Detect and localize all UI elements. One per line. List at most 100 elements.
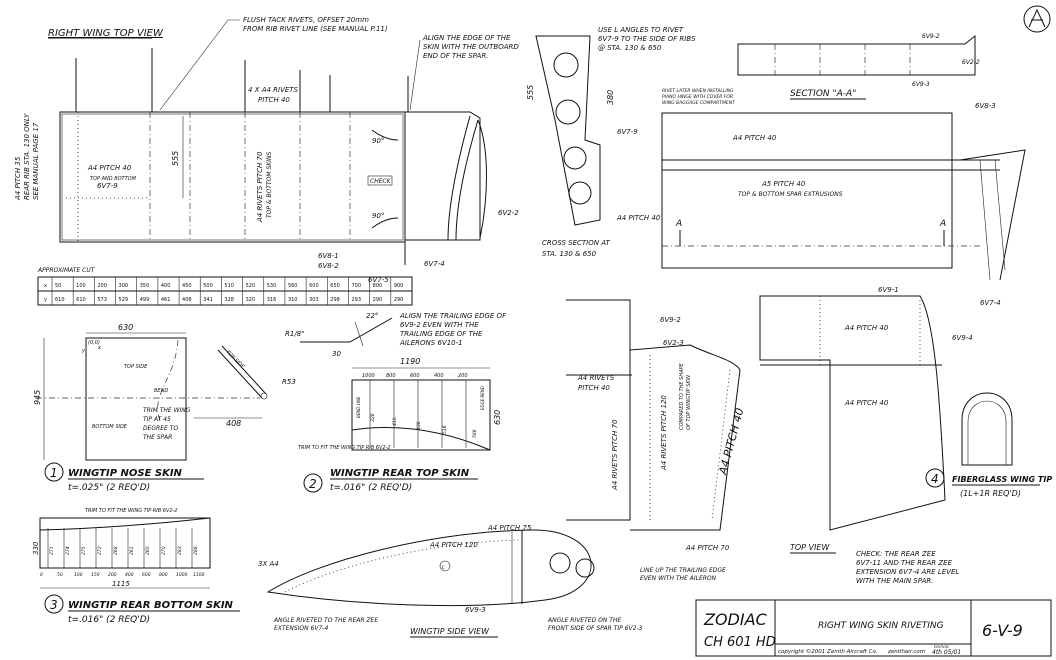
tv-part-6v9-1: 6V9-1 — [878, 286, 899, 294]
table-cell-x: 700 — [351, 283, 361, 289]
table-cell-x: 500 — [203, 283, 213, 289]
rts-trim-note: TRIM TO FIT THE WING TIP RIB 6V2-2 — [298, 445, 391, 451]
table-cell-x: 100 — [76, 283, 86, 289]
rts-station-label: 800 — [386, 373, 396, 379]
side-note-left-2: EXTENSION 6V7-4 — [274, 625, 328, 632]
table-cell-y: 310 — [288, 297, 298, 303]
tb-edition-label: EDITION — [934, 645, 949, 649]
side-note-right-1: ANGLE RIVETED ON THE — [547, 617, 621, 624]
rts-r18: R1/8" — [285, 330, 304, 338]
side-note-3: SEE MANUAL PAGE 17 — [32, 122, 40, 200]
nose-r53: R53 — [282, 378, 296, 386]
top-bottom-skins: TOP & BOTTOM SKINS — [266, 152, 273, 218]
table-cell-x: 200 — [97, 283, 107, 289]
tb-sheet: 6-V-9 — [982, 621, 1023, 640]
rts-align-1: ALIGN THE TRAILING EDGE OF — [399, 312, 507, 320]
sa-part-6v7-4: 6V7-4 — [980, 299, 1001, 307]
rts-angle-22: 22° — [366, 312, 378, 320]
cs-part-6v7-9: 6V7-9 — [617, 128, 638, 136]
nose-trim-4: THE SPAR — [143, 434, 172, 441]
rbs-station-label: 0 — [40, 572, 43, 578]
part-6v7-9: 6V7-9 — [97, 182, 118, 190]
approx-cut-x-label: x — [44, 283, 47, 289]
check-line-2: 6V7-11 AND THE REAR ZEE — [856, 559, 953, 567]
rts-dim-630: 630 — [493, 410, 502, 425]
table-cell-y: 293 — [351, 297, 361, 303]
rbs-dim-330: 330 — [32, 541, 40, 555]
fg-number: 4 — [931, 472, 939, 486]
side-note-left-1: ANGLE RIVETED TO THE REAR ZEE — [273, 617, 378, 624]
wingtip-nose-skin: 630 945 (0,0) x y TOP SIDE BOTTOM SIDE B… — [33, 323, 296, 493]
table-cell-x: 530 — [267, 283, 277, 289]
align-note-3: END OF THE SPAR. — [423, 52, 488, 60]
tb-brand: ZODIAC — [703, 610, 768, 629]
top-and-bottom: TOP AND BOTTOM — [90, 176, 137, 182]
rbs-station-label: 600 — [142, 572, 151, 578]
tb-copyright: copyright ©2001 Zenith Aircraft Co. — [778, 648, 878, 655]
rts-station-label: 400 — [434, 373, 444, 379]
table-cell-y: 341 — [203, 297, 213, 303]
table-cell-y: 408 — [182, 297, 192, 303]
rbs-height-label: 261 — [129, 546, 135, 555]
tv-title: TOP VIEW — [790, 543, 830, 552]
align-note-1: ALIGN THE EDGE OF THE — [422, 34, 511, 42]
sa-part-6v8-3: 6V8-3 — [975, 102, 996, 110]
part-6v8-1: 6V8-1 — [318, 252, 339, 260]
table-cell-y: 573 — [97, 297, 107, 303]
side-note-2: REAR RIB STA. 130 ONLY — [23, 113, 31, 200]
rbs-trim-note: TRIM TO FIT THE WING TIP RIB 6V2-2 — [85, 508, 178, 514]
cs-a4-pitch-40: A4 PITCH 40 — [616, 214, 661, 222]
right-wing-top-view: RIGHT WING TOP VIEW FLUSH TACK RIVETS, O… — [14, 16, 519, 284]
rbs-station-label: 200 — [108, 572, 117, 578]
check-label: CHECK — [370, 178, 392, 185]
table-cell-x: 50 — [55, 283, 61, 289]
rts-number: 2 — [309, 477, 317, 491]
nose-trim-2: TIP AT 45 — [143, 416, 171, 423]
wingtip-rear-bottom-skin: TRIM TO FIT THE WING TIP RIB 6V2-2 330 2… — [32, 508, 240, 625]
approx-cut: APPROXIMATE CUT x y 50610100610200573300… — [37, 267, 413, 306]
table-cell-y: 316 — [267, 297, 277, 303]
fg-qty: (1L+1R REQ'D) — [960, 489, 1021, 498]
rts-station-label: 1000 — [362, 373, 375, 379]
cs-dim-555: 555 — [526, 85, 535, 100]
rts-station-label: 200 — [458, 373, 468, 379]
side-a4-pitch-75: A4 PITCH 75 — [487, 524, 532, 532]
rts-thickness: t=.016" (2 REQ'D) — [330, 483, 412, 493]
rbs-height-label: 272 — [97, 546, 103, 555]
rbs-height-label: 271 — [49, 546, 55, 555]
rbs-station-label: 400 — [125, 572, 134, 578]
tb-website: zenithair.com — [887, 649, 925, 655]
cs-title-1: CROSS SECTION AT — [542, 239, 610, 247]
rivets-4x: 4 X A4 RIVETS — [248, 86, 299, 94]
table-cell-y: 610 — [76, 297, 86, 303]
tip-a4-pitch-40-big: A4 PITCH 40 — [716, 407, 746, 477]
table-cell-y: 499 — [140, 297, 150, 303]
table-cell-y: 529 — [119, 297, 129, 303]
sa-a5-pitch-40: A5 PITCH 40 — [761, 180, 806, 188]
table-cell-y: 320 — [246, 297, 256, 303]
side-l-marker: L — [442, 565, 445, 571]
rts-dim-30: 30 — [332, 350, 341, 358]
tv-a4-pitch-40-b: A4 PITCH 40 — [844, 399, 889, 407]
cs-note-1: USE L ANGLES TO RIVET — [598, 26, 684, 34]
cross-section: USE L ANGLES TO RIVET 6V7-9 TO THE SIDE … — [526, 26, 696, 258]
tip-pitch-40: PITCH 40 — [578, 384, 610, 392]
side-3x-a4: 3X A4 — [258, 560, 279, 568]
sa-label-a1: A — [675, 219, 682, 229]
tb-edition: 4th 05/01 — [932, 649, 961, 656]
rbs-station-label: 800 — [159, 572, 168, 578]
check-line-4: WITH THE MAIN SPAR. — [856, 577, 934, 585]
approx-cut-title: APPROXIMATE CUT — [37, 267, 96, 274]
tv-a4-pitch-40-a: A4 PITCH 40 — [844, 324, 889, 332]
approx-cut-cells: 5061010061020057330052935049940046145040… — [51, 277, 403, 305]
pitch-40-label: PITCH 40 — [258, 96, 290, 104]
rbs-number: 3 — [50, 598, 58, 612]
check-line-1: CHECK: THE REAR ZEE — [856, 550, 936, 558]
tip-a4-pitch-70: A4 PITCH 70 — [685, 544, 730, 552]
side-note-right-2: FRONT SIDE OF SPAR TIP 6V2-3 — [548, 625, 643, 632]
rts-align-2: 6V9-2 EVEN WITH THE — [400, 321, 479, 329]
rbs-title: WINGTIP REAR BOTTOM SKIN — [68, 600, 234, 611]
nose-bottom-side: BOTTOM SIDE — [92, 424, 128, 430]
